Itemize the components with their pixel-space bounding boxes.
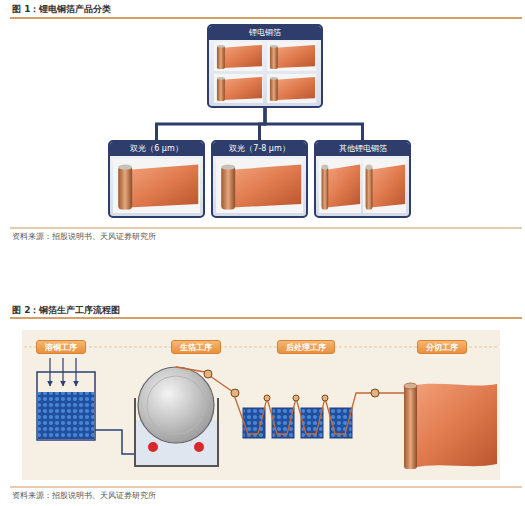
anode — [148, 442, 158, 452]
box-fill — [212, 141, 307, 217]
foil-photo — [214, 74, 263, 103]
stage-name: 生箔工序 — [180, 342, 212, 353]
drum-ring — [147, 376, 205, 434]
source-rule — [10, 228, 522, 229]
title-rule — [10, 317, 522, 318]
title-rule — [10, 17, 522, 18]
category-box: 锂电铜箔 — [207, 24, 323, 108]
box-heading: 锂电铜箔 — [209, 26, 321, 40]
cathode-drum — [138, 367, 214, 443]
box-fill — [208, 25, 322, 107]
process-panel — [22, 330, 500, 480]
foil-photo — [267, 74, 316, 103]
figure-title: 图 2：铜箔生产工序流程图 — [12, 304, 120, 317]
roller — [322, 395, 328, 401]
foil-path — [176, 367, 405, 434]
source-note: 资料来源：招股说明书、天风证券研究所 — [12, 232, 156, 242]
electrolyte — [38, 392, 94, 439]
foil-photo — [267, 42, 316, 71]
stage-label: 生箔工序 — [171, 340, 221, 354]
roller — [293, 395, 299, 401]
foil-photo — [214, 42, 263, 71]
roller — [264, 395, 270, 401]
stage-label: 后处理工序 — [277, 340, 335, 354]
feed-arrow — [49, 358, 50, 386]
product-box: 其他锂电铜箔 — [314, 140, 411, 218]
copper-sheet — [410, 384, 497, 468]
roller — [231, 389, 239, 397]
figure-title: 图 1：锂电铜箔产品分类 — [12, 3, 111, 16]
tree-connector — [265, 108, 363, 140]
box-heading: 双光（7-8 μm） — [213, 142, 306, 156]
source-rule — [10, 487, 522, 488]
tree-connector — [260, 108, 266, 140]
anode — [194, 442, 204, 452]
box-heading: 其他锂电铜箔 — [316, 142, 409, 156]
source-note: 资料来源：招股说明书、天风证券研究所 — [12, 491, 156, 501]
stage-name: 分切工序 — [426, 342, 458, 353]
roller — [204, 370, 212, 378]
feed-arrow — [62, 358, 63, 386]
tree-connector — [157, 108, 266, 140]
copper-roll — [404, 385, 417, 469]
feed-arrow — [75, 358, 76, 386]
dissolving-tank — [37, 372, 95, 440]
product-box: 双光（7-8 μm） — [211, 140, 308, 218]
stage-label: 分切工序 — [417, 340, 467, 354]
foil-photo — [216, 159, 303, 213]
box-fill — [109, 141, 204, 217]
foil-photo — [319, 159, 361, 213]
box-heading: 双光（6 μm） — [110, 142, 203, 156]
roller — [371, 389, 379, 397]
foil-photo — [363, 159, 406, 213]
foil-photo — [113, 159, 200, 213]
box-fill — [315, 141, 410, 217]
stage-label: 溶铜工序 — [36, 340, 86, 354]
roll-end — [404, 383, 417, 389]
stage-name: 后处理工序 — [286, 342, 326, 353]
product-box: 双光（6 μm） — [108, 140, 205, 218]
stage-name: 溶铜工序 — [45, 342, 77, 353]
